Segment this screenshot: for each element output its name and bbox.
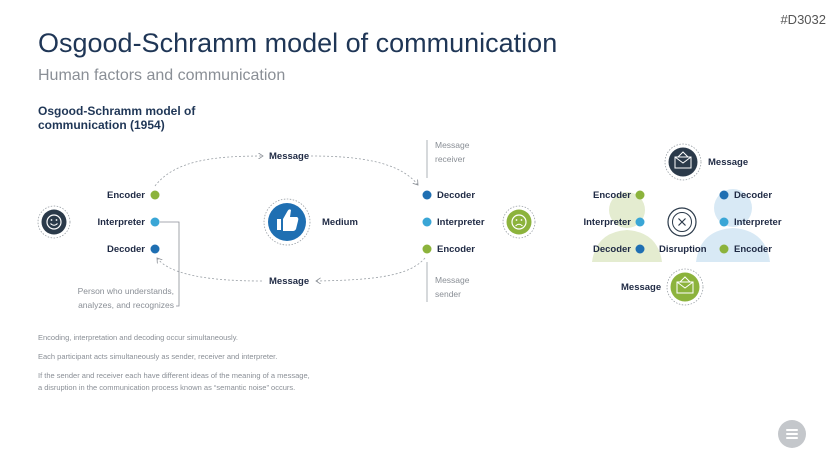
unhappy-face-icon [502,205,536,239]
envelope-icon [666,268,704,306]
top-arc [154,156,263,187]
slide-id: #D3032 [780,12,826,27]
encoder-dot-b [422,244,432,254]
hamburger-menu-icon [786,429,798,439]
right-decoder-label-b: Decoder [734,190,773,201]
interpreter-note: Person who understands, analyzes, and re… [77,286,174,310]
right-interpreter-label-a: Interpreter [583,217,631,228]
footnote-1: Encoding, interpretation and decoding oc… [38,333,238,342]
right-interpreter-label-b: Interpreter [734,217,782,228]
bottom-arc-right [316,257,426,281]
encoder-label-a: Encoder [106,190,145,201]
person-silhouette-icon [592,192,662,262]
receiver-note: Message receiver [435,140,470,164]
close-x-icon [667,207,697,237]
right-message-label-top: Message [708,157,749,168]
message-label-top: Message [269,151,310,162]
decoder-dot-a [150,244,160,254]
sender-note: Message sender [435,275,470,299]
decoder-label-b: Decoder [437,190,476,201]
decoder-label-a: Decoder [106,244,145,255]
page-subtitle: Human factors and communication [38,67,286,84]
right-encoder-dot-a [635,190,645,200]
message-label-bottom: Message [269,276,310,287]
smiley-face-icon [37,205,71,239]
page-title: Osgood-Schramm model of communication [38,28,558,58]
right-decoder-dot-b [719,190,729,200]
interpreter-dot-a [150,217,160,227]
interpreter-label-b: Interpreter [437,217,485,228]
right-decoder-label-a: Decoder [592,244,631,255]
interpreter-bracket [160,221,180,307]
thumbs-up-icon [263,198,311,246]
right-message-label-bottom: Message [621,282,662,293]
envelope-icon [664,143,702,181]
right-interpreter-dot-a [635,217,645,227]
encoder-dot-a [150,190,160,200]
right-encoder-label-a: Encoder [592,190,631,201]
interpreter-dot-b [422,217,432,227]
footnote-2: Each participant acts simultaneously as … [38,352,278,361]
top-arc-right [310,155,418,185]
medium-label: Medium [322,217,358,228]
decoder-dot-b [422,190,432,200]
menu-button[interactable] [778,420,806,448]
footnote-3: If the sender and receiver each have dif… [38,371,310,380]
disruption-label: Disruption [659,244,707,255]
footnote-4: a disruption in the communication proces… [38,383,296,392]
right-interpreter-dot-b [719,217,729,227]
right-encoder-dot-b [719,244,729,254]
diagram-title: Osgood-Schramm model of communication (1… [38,104,196,132]
right-decoder-dot-a [635,244,645,254]
interpreter-label-a: Interpreter [97,217,145,228]
bottom-arc-left [157,258,263,282]
encoder-label-b: Encoder [437,244,476,255]
right-encoder-label-b: Encoder [734,244,773,255]
